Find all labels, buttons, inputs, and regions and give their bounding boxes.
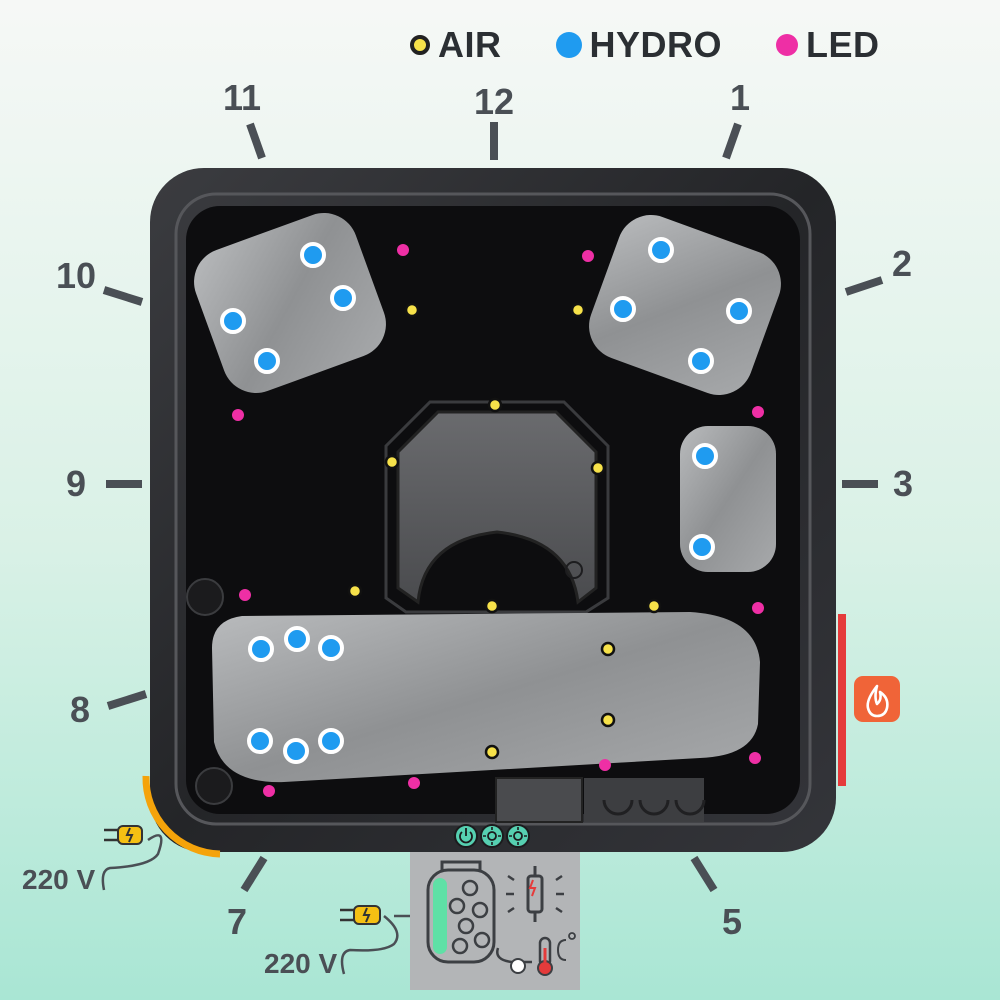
position-label-11: 11 (222, 77, 262, 118)
led-dot-icon (776, 34, 799, 56)
hydro-jet (220, 308, 246, 334)
legend-hydro: HYDRO (555, 24, 723, 66)
air-jet (484, 598, 500, 614)
legend-hydro-label: HYDRO (589, 24, 723, 65)
heater-icon (854, 676, 900, 722)
lounger (212, 612, 760, 783)
position-label-9: 9 (65, 463, 87, 504)
hydro-jet (689, 534, 715, 560)
led-light (263, 785, 275, 797)
legend-led: LED (776, 24, 880, 66)
legend-air-label: AIR (438, 24, 502, 65)
position-label-1: 1 (729, 77, 751, 118)
seat-11 (194, 213, 386, 393)
filter-icon (426, 860, 496, 964)
led-light (582, 250, 594, 262)
tick-1 (722, 122, 742, 160)
air-jets (347, 302, 662, 760)
control-panel (454, 824, 530, 848)
led-light (232, 409, 244, 421)
hydro-jet (688, 348, 714, 374)
led-light (749, 752, 761, 764)
air-jet (487, 397, 503, 413)
led-lights (232, 244, 764, 797)
legend: AIR HYDRO LED (410, 24, 880, 66)
position-label-10: 10 (55, 255, 97, 296)
air-jet (646, 598, 662, 614)
power-button-icon (454, 824, 478, 848)
led-light (752, 406, 764, 418)
spa-rim (174, 192, 812, 826)
position-label-12: 12 (473, 81, 515, 122)
position-label-8: 8 (69, 689, 91, 730)
bottom-voltage-label: 220 V (264, 948, 338, 979)
hydro-jet (318, 635, 344, 661)
position-label-5: 5 (721, 901, 743, 942)
thermometer-icon (537, 932, 576, 976)
power-arc (142, 775, 221, 858)
hydro-jet (254, 348, 280, 374)
hydro-jet (284, 626, 310, 652)
hydro-jet (330, 285, 356, 311)
hydro-jet (247, 728, 273, 754)
step-area (584, 778, 704, 822)
position-label-2: 2 (891, 243, 913, 284)
tick-11 (246, 122, 266, 160)
tick-2 (844, 276, 884, 296)
legend-led-label: LED (806, 24, 880, 65)
air-jet (590, 460, 606, 476)
tick-5 (690, 855, 718, 893)
hydro-jet (300, 242, 326, 268)
hydro-jet (248, 636, 274, 662)
hydro-jets (220, 237, 752, 764)
jets-button-icon (480, 824, 504, 848)
tick-7 (240, 855, 268, 893)
hydro-jet (692, 443, 718, 469)
air-dot-icon (410, 35, 430, 55)
plug-icon-left (101, 825, 163, 891)
hydro-jet (318, 728, 344, 754)
uv-lamp-icon (506, 866, 564, 922)
equipment-box (410, 852, 580, 990)
position-label-3: 3 (892, 463, 914, 504)
legend-air: AIR (410, 24, 502, 66)
hydro-jet (610, 296, 636, 322)
light-button-icon (506, 824, 530, 848)
air-jet (384, 454, 400, 470)
tick-10 (102, 286, 144, 306)
position-label-7: 7 (226, 901, 248, 942)
led-light (239, 589, 251, 601)
tick-8 (106, 690, 148, 710)
skimmer (495, 777, 583, 823)
air-jet (484, 744, 500, 760)
seat-1 (589, 215, 781, 395)
air-jet (404, 302, 420, 318)
hydro-jet (726, 298, 752, 324)
footwell (396, 410, 598, 605)
heater-bar (838, 614, 846, 786)
clock-ticks (102, 122, 884, 893)
hydro-dot-icon (555, 32, 582, 58)
air-jet (570, 302, 586, 318)
air-jet (600, 641, 616, 657)
hydro-jet (648, 237, 674, 263)
led-light (752, 602, 764, 614)
air-jet (347, 583, 363, 599)
hydro-jet (283, 738, 309, 764)
left-voltage-label: 220 V (22, 864, 96, 895)
led-light (408, 777, 420, 789)
led-light (599, 759, 611, 771)
air-jet (600, 712, 616, 728)
plug-icon-bottom (340, 905, 410, 975)
led-light (397, 244, 409, 256)
plug-icon (496, 947, 532, 974)
